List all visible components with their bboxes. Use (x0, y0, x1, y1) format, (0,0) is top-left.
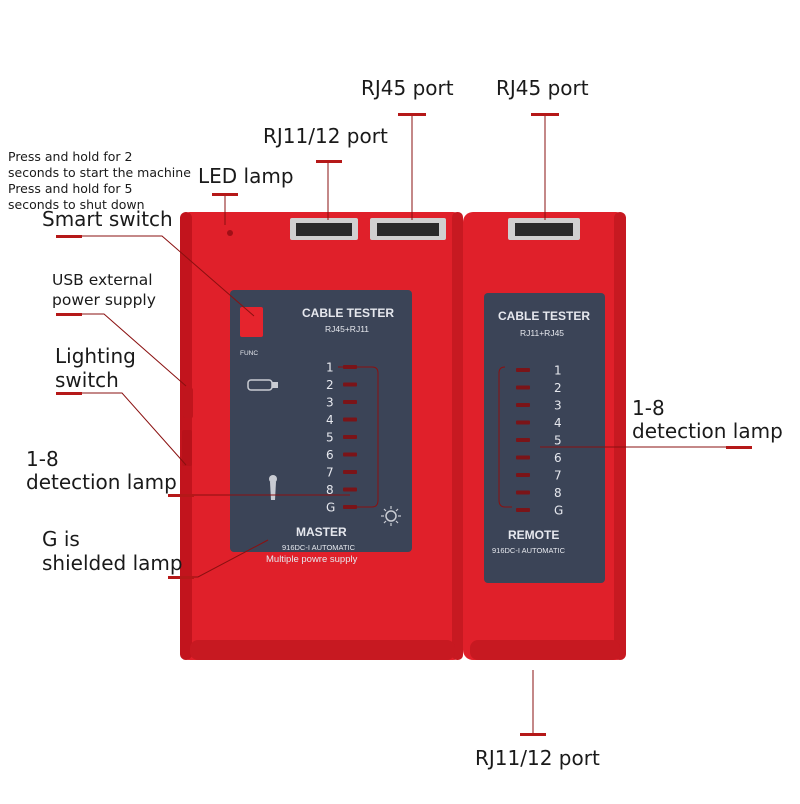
label-shielded-1: G is (42, 527, 80, 551)
label-shielded-2: shielded lamp (42, 551, 183, 575)
remote-led-7 (516, 473, 530, 477)
remote-led-label-3: 3 (554, 399, 562, 413)
label-detection-right-2: detection lamp (632, 419, 783, 443)
master-led-8 (343, 487, 357, 492)
master-name: MASTER (296, 525, 347, 539)
master-led-5 (343, 435, 357, 439)
remote-led-5 (516, 438, 530, 442)
remote-led-4 (516, 420, 530, 425)
master-led-label-4: 4 (326, 413, 334, 427)
label-press-hold-1: Press and hold for 2 (8, 149, 133, 164)
remote-led-label-7: 7 (554, 469, 562, 483)
remote-panel (484, 293, 605, 583)
remote-led-bracket (498, 366, 512, 508)
master-led-column: 1 2 3 4 5 6 7 8G (326, 361, 357, 515)
remote-subtitle: RJ11+RJ45 (520, 328, 565, 338)
master-led-label-7: 7 (326, 466, 334, 480)
led-lamp (227, 230, 233, 236)
flashlight-icon (270, 482, 276, 500)
label-lighting-switch-2: switch (55, 368, 119, 392)
master-led-6 (343, 452, 357, 457)
remote-led-column: 1 2 3 4 5 6 7 8G (516, 364, 563, 518)
label-lighting-switch-1: Lighting (55, 344, 136, 368)
label-press-hold-4: seconds to shut down (8, 197, 145, 212)
remote-led-label-4: 4 (554, 416, 562, 430)
master-model: 916DC-I AUTOMATIC (282, 543, 356, 552)
remote-led-1 (516, 368, 530, 372)
master-led-label-5: 5 (326, 431, 334, 445)
sun-icon (385, 510, 397, 522)
label-rj45-port-left: RJ45 port (361, 76, 454, 100)
label-detection-left-1: 1-8 (26, 447, 59, 471)
master-led-4 (343, 417, 357, 422)
master-led-bracket (338, 366, 379, 508)
master-led-label-8: 8 (326, 483, 334, 497)
func-label: FUNC (240, 350, 259, 357)
remote-led-label-1: 1 (554, 364, 562, 378)
func-button (240, 307, 263, 337)
label-usb-power-1: USB external (52, 271, 153, 289)
leader-lines (56, 113, 752, 736)
master-led-label-2: 2 (326, 378, 334, 392)
remote-led-G (516, 508, 530, 512)
remote-model: 916DC-I AUTOMATIC (492, 546, 566, 555)
remote-led-label-2: 2 (554, 381, 562, 395)
label-smart-switch: Smart switch (42, 207, 173, 231)
remote-name: REMOTE (508, 528, 560, 542)
label-usb-power-2: power supply (52, 291, 156, 309)
usb-port (183, 388, 193, 418)
remote-led-label-G: G (554, 504, 563, 518)
label-detection-right-1: 1-8 (632, 396, 665, 420)
remote-led-3 (516, 403, 530, 407)
label-led-lamp: LED lamp (198, 164, 294, 188)
master-led-label-1: 1 (326, 361, 334, 375)
master-led-2 (343, 382, 357, 387)
lighting-switch (182, 430, 192, 466)
master-power-note: Multiple powre supply (266, 554, 358, 565)
remote-led-label-8: 8 (554, 486, 562, 500)
master-title: CABLE TESTER (302, 306, 395, 320)
label-rj11-port-bottom: RJ11/12 port (475, 746, 600, 770)
remote-led-label-5: 5 (554, 434, 562, 448)
master-led-1 (343, 365, 357, 369)
master-led-3 (343, 400, 357, 404)
master-led-label-3: 3 (326, 396, 334, 410)
remote-title: CABLE TESTER (498, 309, 591, 323)
label-detection-left-2: detection lamp (26, 470, 177, 494)
remote-led-label-6: 6 (554, 451, 562, 465)
remote-led-2 (516, 385, 530, 390)
label-rj11-port-top: RJ11/12 port (263, 124, 388, 148)
label-press-hold-2: seconds to start the machine (8, 165, 191, 180)
label-press-hold-3: Press and hold for 5 (8, 181, 133, 196)
remote-unit: 1 2 3 4 5 6 7 8G (463, 212, 626, 660)
master-led-label-G: G (326, 501, 335, 515)
master-led-label-6: 6 (326, 448, 334, 462)
label-rj45-port-right: RJ45 port (496, 76, 589, 100)
master-unit: 1 2 3 4 5 6 7 8G (180, 212, 463, 660)
remote-led-8 (516, 490, 530, 495)
master-subtitle: RJ45+RJ11 (325, 324, 370, 334)
master-led-7 (343, 470, 357, 474)
master-led-G (343, 505, 357, 509)
remote-led-6 (516, 455, 530, 460)
